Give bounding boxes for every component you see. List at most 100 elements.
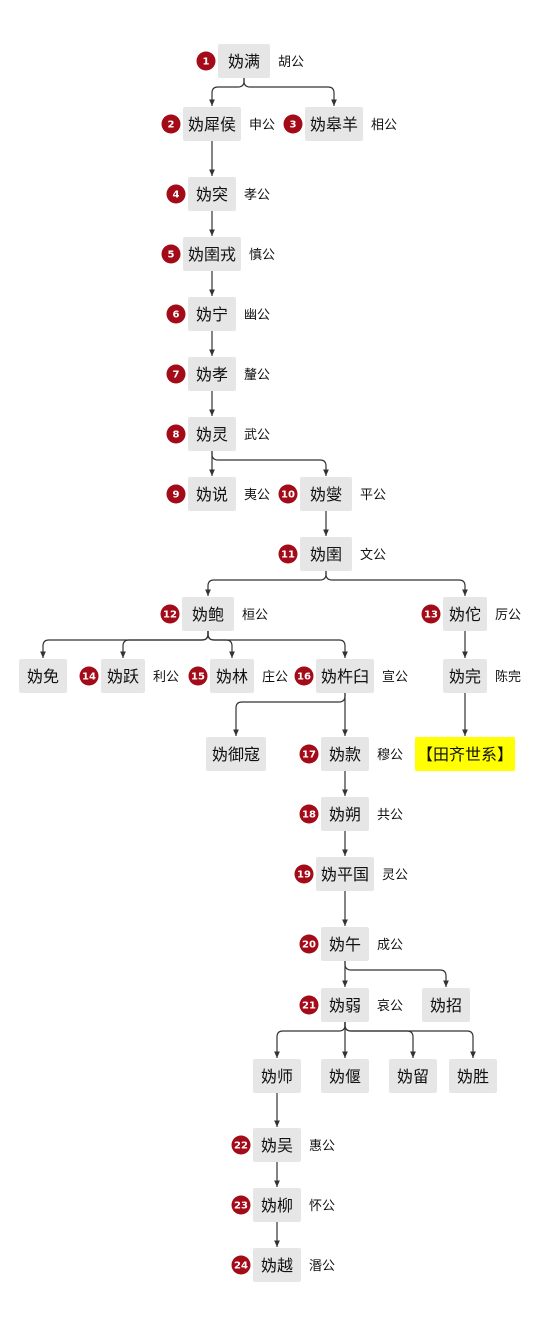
person-box [316, 857, 374, 891]
posthumous-title: 哀公 [377, 999, 403, 1014]
person-name: 妫宁 [196, 305, 228, 324]
person-name: 妫孝 [196, 365, 228, 384]
person-box [305, 107, 363, 141]
person-name: 妫留 [397, 1067, 429, 1086]
edges-layer [40, 78, 476, 1247]
posthumous-title: 慎公 [249, 248, 275, 263]
order-number: 1 [203, 57, 210, 68]
person-box [188, 357, 236, 391]
order-badge [299, 744, 319, 764]
order-number: 23 [234, 1201, 248, 1212]
person-box [188, 177, 236, 211]
order-number: 3 [290, 120, 297, 131]
person-node-nWan: 妫完陈完 [443, 659, 521, 693]
order-number: 10 [281, 490, 295, 501]
posthumous-title: 成公 [377, 938, 403, 953]
order-badge [299, 804, 319, 824]
person-box [206, 737, 266, 771]
person-node-nLiu: 妫留 [389, 1059, 437, 1093]
posthumous-title: 武公 [244, 428, 270, 443]
person-name: 妫说 [196, 485, 228, 504]
person-node-nTian: 【田齐世系】 [415, 737, 515, 771]
person-name: 妫柳 [261, 1196, 293, 1215]
edge-n11-n12 [205, 571, 327, 596]
person-box [321, 737, 369, 771]
person-node-nZhao: 妫招 [422, 988, 470, 1022]
posthumous-title: 利公 [153, 670, 179, 685]
person-name: 妫招 [430, 996, 462, 1015]
person-box [389, 1059, 437, 1093]
person-name: 妫圉 [310, 545, 342, 564]
order-badge [231, 1195, 251, 1215]
person-name: 妫圉戎 [188, 245, 236, 264]
order-number: 15 [191, 672, 205, 683]
order-badge [161, 114, 181, 134]
posthumous-title: 惠公 [309, 1139, 335, 1154]
edge-n21-nSheng [344, 1022, 476, 1058]
posthumous-title: 幽公 [244, 308, 270, 323]
order-badge [294, 666, 314, 686]
posthumous-title: 共公 [377, 808, 403, 823]
person-box [316, 659, 374, 693]
order-badge [299, 995, 319, 1015]
posthumous-title: 孝公 [244, 188, 270, 203]
order-number: 6 [173, 310, 180, 321]
person-node-n6: 妫宁 6 幽公 [166, 297, 270, 331]
posthumous-title: 陈完 [495, 669, 521, 685]
posthumous-title: 穆公 [377, 748, 403, 763]
edge-n1-n3 [243, 78, 337, 106]
order-number: 7 [173, 370, 180, 381]
person-box [210, 659, 254, 693]
order-number: 14 [82, 672, 96, 683]
person-box [188, 297, 236, 331]
person-name: 妫鲍 [192, 605, 224, 624]
order-badge [166, 364, 186, 384]
edge-n1-n2 [209, 78, 245, 106]
posthumous-title: 灵公 [382, 868, 408, 883]
posthumous-title: 庄公 [262, 669, 288, 685]
edge-n12-nMian [40, 631, 209, 658]
person-node-nSheng: 妫胜 [449, 1059, 497, 1093]
person-box [300, 537, 352, 571]
order-number: 13 [424, 610, 438, 621]
order-number: 8 [173, 430, 180, 441]
person-name: 妫灵 [196, 425, 228, 444]
order-badge [278, 544, 298, 564]
posthumous-title: 釐公 [244, 368, 270, 383]
person-box [253, 1059, 301, 1093]
person-box [253, 1188, 301, 1222]
person-name: 妫林 [216, 667, 248, 686]
order-badge [278, 484, 298, 504]
person-name: 妫胜 [457, 1067, 489, 1086]
order-number: 18 [302, 810, 316, 821]
order-number: 16 [297, 672, 311, 683]
edge-n16-nYukou [233, 693, 346, 736]
person-box [19, 659, 67, 693]
edge-n12-n15 [207, 631, 235, 658]
person-node-nYan: 妫偃 [321, 1059, 369, 1093]
person-box [449, 1059, 497, 1093]
order-number: 2 [168, 120, 175, 131]
order-number: 9 [173, 490, 180, 501]
order-badge [283, 114, 303, 134]
order-badge [294, 864, 314, 884]
person-box [182, 597, 234, 631]
person-name: 妫午 [329, 935, 361, 954]
order-badge [166, 484, 186, 504]
person-name: 妫弱 [329, 996, 361, 1015]
edge-n12-n14 [120, 631, 209, 658]
